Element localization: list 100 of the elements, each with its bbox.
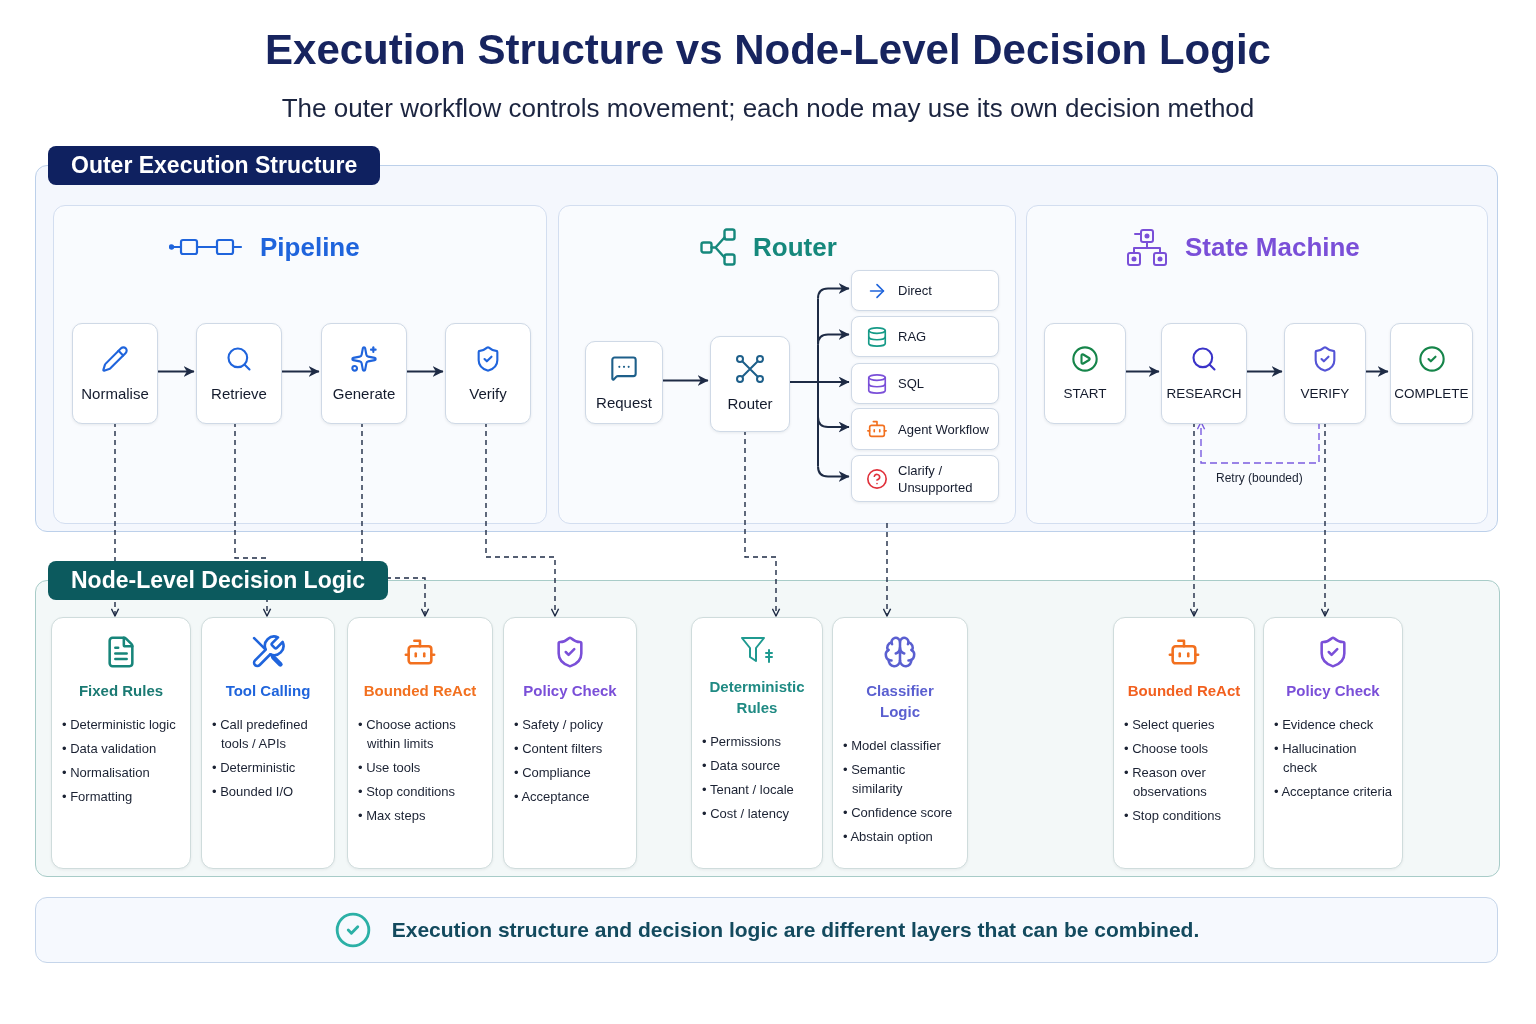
step-label: Retrieve [211, 384, 267, 403]
route-label: Clarify / Unsupported [898, 461, 974, 496]
bullet-item: • Use tools [358, 759, 422, 777]
arrow [1123, 366, 1160, 377]
bullet-item: • Semantic similarity [843, 761, 907, 798]
route-label: RAG [898, 328, 927, 345]
step-box [196, 323, 282, 424]
bullet-item: • Hallucination check [1274, 740, 1358, 777]
card-title: Classifier Logic [865, 681, 935, 722]
dashed-arrow [1189, 421, 1199, 617]
step-label: RESEARCH [1166, 384, 1242, 403]
route-label: Direct [898, 282, 932, 299]
panel-title: Pipeline [260, 231, 360, 264]
step-label: START [1063, 384, 1107, 403]
bullet-item: • Data validation [62, 740, 158, 758]
route-option-box [851, 408, 999, 450]
dashed-arrow [234, 421, 272, 617]
arrow [660, 375, 709, 386]
step-box [585, 341, 663, 424]
arrow [404, 366, 444, 377]
bullet-item: • Permissions [702, 733, 782, 751]
section-tab: Node-Level Decision Logic [48, 561, 388, 600]
bullet-item: • Acceptance [514, 788, 591, 806]
bullet-item: • Choose actions within limits [358, 716, 457, 753]
logic-card [691, 617, 823, 869]
route-option-box [851, 455, 999, 502]
dashed-arrow [744, 429, 781, 617]
panel [558, 205, 1016, 524]
step-box [1161, 323, 1247, 424]
logic-card [1263, 617, 1403, 869]
route-label: Agent Workflow [898, 420, 989, 438]
panel [53, 205, 547, 524]
route-option-box [851, 316, 999, 357]
route-option-box [851, 363, 999, 404]
route-label: SQL [898, 375, 924, 392]
card-title: Fixed Rules [78, 681, 164, 701]
arrow [279, 366, 320, 377]
panel-title: Router [753, 231, 837, 264]
bullet-item: • Tenant / locale [702, 781, 795, 799]
bullet-item: • Abstain option [843, 828, 934, 846]
logic-card [832, 617, 968, 869]
bullet-item: • Formatting [62, 788, 134, 806]
step-label: Request [596, 393, 652, 412]
subtitle: The outer workflow controls movement; each node may use its own decision method [281, 92, 1255, 125]
logic-card [1113, 617, 1255, 869]
bullet-item: • Normalisation [62, 764, 151, 782]
logic-card [51, 617, 191, 869]
card-title: Deterministic Rules [708, 677, 806, 718]
connector-line [817, 343, 819, 383]
card-title: Policy Check [523, 681, 617, 701]
bullet-item: • Evidence check [1274, 716, 1375, 734]
connector-line [817, 297, 819, 346]
step-label: COMPLETE [1394, 384, 1469, 403]
bullet-item: • Select queries [1124, 716, 1216, 734]
step-box [710, 336, 790, 432]
diagram-title: Execution Structure vs Node-Level Decision Logic [265, 25, 1271, 75]
card-title: Policy Check [1286, 681, 1380, 701]
step-box [445, 323, 531, 424]
dashed-arrow [361, 421, 430, 617]
bullet-item: • Compliance [514, 764, 592, 782]
bullet-item: • Data source [702, 757, 782, 775]
card-title: Tool Calling [225, 681, 311, 701]
panel-title: State Machine [1185, 231, 1360, 264]
dashed-arrow [882, 522, 892, 617]
bullet-item: • Model classifier [843, 737, 942, 755]
bullet-item: • Cost / latency [702, 805, 790, 823]
step-label: Generate [332, 384, 396, 403]
logic-card [503, 617, 637, 869]
bullet-item: • Choose tools [1124, 740, 1210, 758]
connector-line [817, 416, 819, 468]
bullet-item: • Reason over observations [1124, 764, 1208, 801]
summary-banner [35, 897, 1498, 963]
bullet-item: • Confidence score [843, 804, 954, 822]
route-option-box [851, 270, 999, 311]
dashed-arrow [1196, 421, 1320, 464]
card-title: Bounded ReAct [1127, 681, 1241, 701]
step-box [72, 323, 158, 424]
card-title: Bounded ReAct [363, 681, 477, 701]
bullet-item: • Acceptance criteria [1274, 783, 1392, 801]
bullet-item: • Call predefined tools / APIs [212, 716, 309, 753]
connector-line [787, 381, 820, 383]
panel [1026, 205, 1488, 524]
step-box [321, 323, 407, 424]
step-box [1390, 323, 1473, 424]
section-tab: Outer Execution Structure [48, 146, 381, 185]
bullet-item: • Max steps [358, 807, 427, 825]
arrow [817, 283, 850, 300]
step-label: Normalise [81, 384, 149, 403]
arrow [1363, 366, 1389, 377]
bullet-item: • Deterministic logic [62, 716, 177, 734]
bullet-item: • Deterministic [212, 759, 297, 777]
summary-text: Execution structure and decision logic are different layers that can be combined. [391, 917, 1200, 944]
step-box [1284, 323, 1366, 424]
arrow [1244, 366, 1283, 377]
step-label: Verify [469, 384, 507, 403]
arrow [155, 366, 195, 377]
bullet-item: • Bounded I/O [212, 783, 295, 801]
bullet-item: • Stop conditions [1124, 807, 1223, 825]
dashed-arrow [485, 421, 560, 617]
step-label: Router [727, 395, 773, 413]
